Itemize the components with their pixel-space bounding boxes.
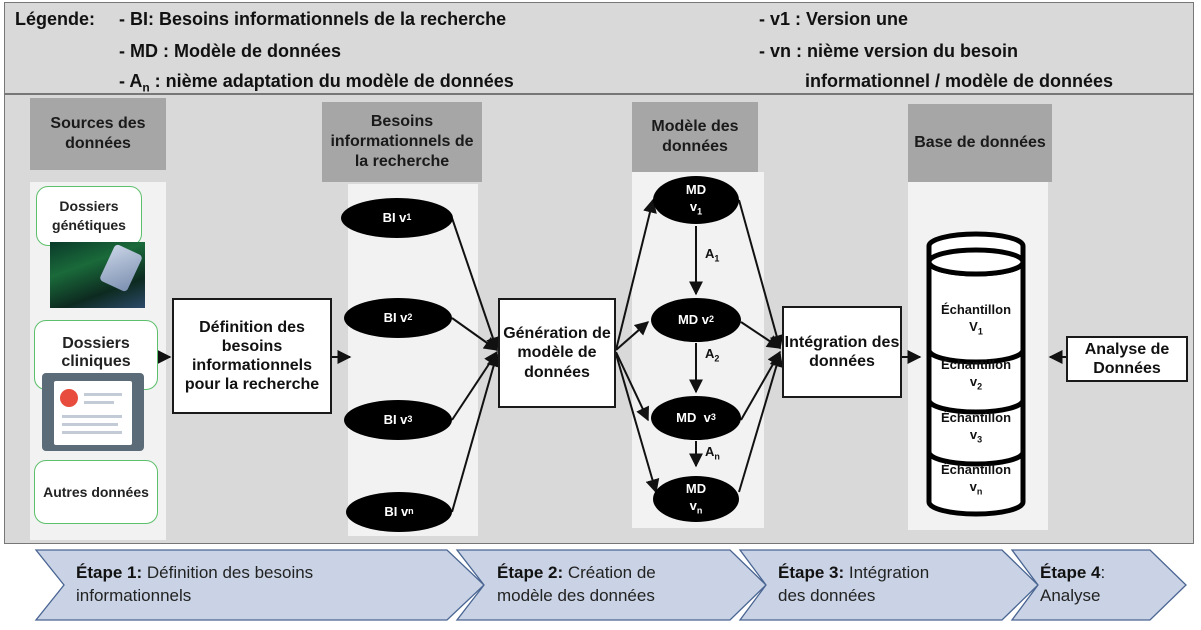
legend-title: Légende: — [15, 9, 96, 29]
besoins-header: Besoins informationnels de la recherche — [322, 102, 482, 182]
arrow-bi1-generation — [451, 217, 500, 352]
step1-chevron — [34, 549, 485, 621]
modele-header: Modèle des données — [632, 102, 758, 172]
step4-text: Étape 4:Analyse — [1040, 563, 1106, 605]
step3-chevron — [738, 549, 1039, 621]
step-bar — [34, 549, 1187, 621]
test-tube-icon — [98, 243, 144, 293]
arrow-bi3-generation — [451, 350, 498, 421]
arrow-bi2-generation — [451, 317, 499, 351]
an-label: An — [705, 444, 720, 462]
legend-vn: - vn : nième version du besoin — [759, 41, 1019, 61]
arrow-mdn-integration — [738, 352, 784, 493]
dna-image — [50, 242, 145, 308]
a2-label: A2 — [705, 346, 720, 364]
legend-an: - An : nième adaptation du modèle de don… — [119, 71, 514, 95]
base-header: Base de données — [908, 104, 1052, 182]
legend-vn-cont: informationnel / modèle de données — [805, 71, 1114, 91]
sources-header: Sources des données — [30, 98, 166, 170]
a1-label: A1 — [705, 246, 720, 264]
besoins-column — [348, 184, 478, 536]
step4-chevron — [1010, 549, 1187, 621]
legend-md: - MD : Modèle de données — [119, 41, 342, 61]
legend-v1: - v1 : Version une — [759, 9, 909, 29]
arrow-md3-integration — [740, 350, 781, 421]
arrow-generation-mdn — [615, 353, 660, 494]
arrow-generation-md2 — [615, 321, 650, 351]
arrow-generation-md1 — [615, 198, 657, 351]
database-top — [926, 247, 1026, 277]
other-data-box: Autres données — [34, 460, 158, 524]
modele-column — [632, 172, 764, 528]
arrow-md2-integration — [740, 321, 782, 349]
analyse-box: Analyse de Données — [1066, 336, 1188, 382]
step2-chevron — [455, 549, 767, 621]
genetic-records-box: Dossiers génétiques — [36, 186, 142, 246]
legend-bi: - BI: Besoins informationnels de la rech… — [119, 9, 507, 29]
cross-icon — [60, 389, 78, 407]
arrow-bin-generation — [451, 352, 501, 513]
clipboard-image — [42, 373, 144, 451]
clipboard-sheet — [54, 381, 132, 445]
generation-box: Génération de modèle de données — [498, 298, 616, 408]
arrow-generation-md3 — [615, 351, 649, 422]
arrow-md1-integration — [738, 199, 784, 350]
legend-panel: Légende: - BI: Besoins informationnels d… — [4, 2, 1194, 95]
integration-box: Intégration des données — [782, 306, 902, 398]
definition-box: Définition des besoins informationnels p… — [172, 298, 332, 414]
